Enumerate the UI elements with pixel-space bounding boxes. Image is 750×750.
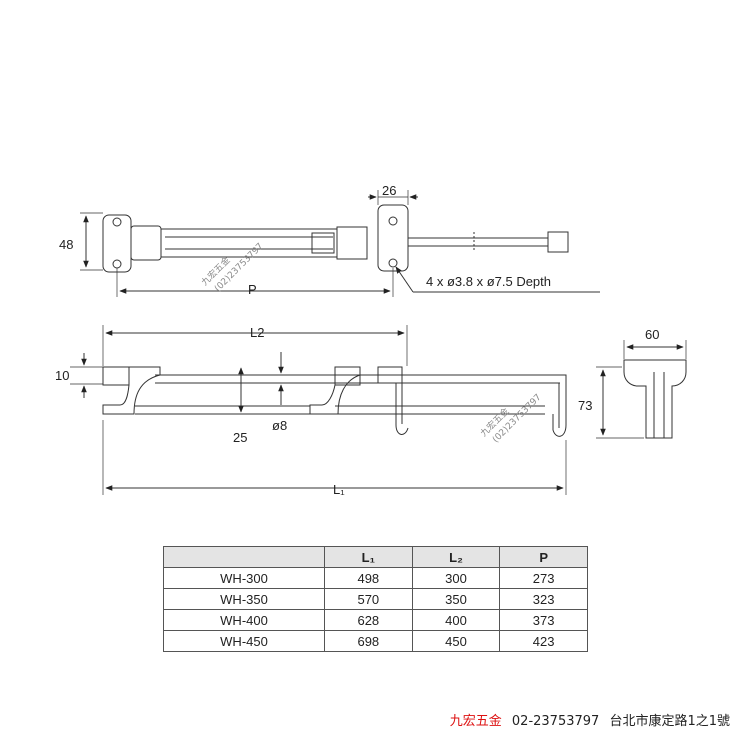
table-cell: 373: [499, 609, 588, 631]
mount-hole-icon: [388, 216, 398, 226]
hook-icon: [395, 383, 409, 435]
side-view-labels: L2 10 25 ø8 L₁ 九宏五金 (02)23753797: [55, 325, 544, 497]
footer-address: 台北市康定路1之1號: [609, 714, 730, 729]
table-cell: WH-450: [163, 630, 325, 652]
offset-10-label: 10: [55, 368, 69, 383]
footer: 九宏五金 02-23753797 台北市康定路1之1號: [450, 710, 730, 729]
spec-table: L₁ L₂ P WH-300 498 300 273 WH-350 570 35…: [163, 546, 588, 652]
table-cell: 570: [324, 588, 413, 610]
table-header: [163, 546, 325, 568]
table-row: WH-400 628 400 373: [163, 609, 588, 631]
hole-note-label: 4 x ø3.8 x ø7.5 Depth: [426, 274, 551, 289]
left-bracket: [102, 214, 132, 273]
table-cell: 300: [411, 567, 501, 589]
l1-label: L₁: [333, 482, 345, 497]
table-cell: WH-400: [163, 609, 325, 631]
right-bracket: [377, 204, 409, 272]
table-cell: 628: [324, 609, 413, 631]
table-cell: WH-350: [163, 588, 325, 610]
hook-collar: [377, 366, 403, 384]
footer-phone: 02-23753797: [511, 714, 600, 729]
table-cell: 400: [411, 609, 501, 631]
table-cell: 498: [324, 567, 413, 589]
left-end-cap: [102, 366, 130, 386]
end-view: [596, 340, 687, 439]
height-48-label: 48: [59, 237, 73, 252]
table-cell: WH-300: [163, 567, 325, 589]
mount-hole-icon: [112, 259, 122, 269]
end-view-bracket: [623, 359, 687, 439]
mount-hole-icon: [388, 258, 398, 268]
table-cell: 323: [499, 588, 588, 610]
rod-spacing-25-label: 25: [233, 430, 247, 445]
table-header: L₁: [324, 546, 413, 568]
top-view: [80, 190, 600, 297]
pitch-p-label: P: [248, 282, 257, 297]
table-cell: 273: [499, 567, 588, 589]
table-header: L₂: [411, 546, 501, 568]
table-header: P: [499, 546, 588, 568]
rod-dia-label: ø8: [272, 418, 287, 433]
cylinder-collar: [130, 225, 162, 261]
table-cell: 350: [411, 588, 501, 610]
height-73-label: 73: [578, 398, 592, 413]
table-cell: 698: [324, 630, 413, 652]
end-view-labels: 60 73: [578, 327, 659, 413]
rod-end-nut: [547, 231, 569, 253]
width-60-label: 60: [645, 327, 659, 342]
table-header-row: L₁ L₂ P: [163, 546, 588, 568]
table-row: WH-350 570 350 323: [163, 588, 588, 610]
table-cell: 450: [411, 630, 501, 652]
end-hook-icon: [548, 374, 567, 437]
table-cell: 423: [499, 630, 588, 652]
middle-hanger: [309, 366, 361, 415]
mount-hole-icon: [112, 217, 122, 227]
table-row: WH-450 698 450 423: [163, 630, 588, 652]
left-hanger: [102, 366, 161, 415]
piston-sleeve: [311, 232, 335, 254]
bracket-26-label: 26: [382, 183, 396, 198]
footer-brand: 九宏五金: [449, 714, 502, 729]
top-view-labels: 48 26 P 4 x ø3.8 x ø7.5 Depth 九宏五金 (02)2…: [59, 183, 551, 297]
side-view: [70, 325, 567, 495]
front-collar: [336, 226, 368, 260]
l2-label: L2: [250, 325, 264, 340]
table-row: WH-300 498 300 273: [163, 567, 588, 589]
